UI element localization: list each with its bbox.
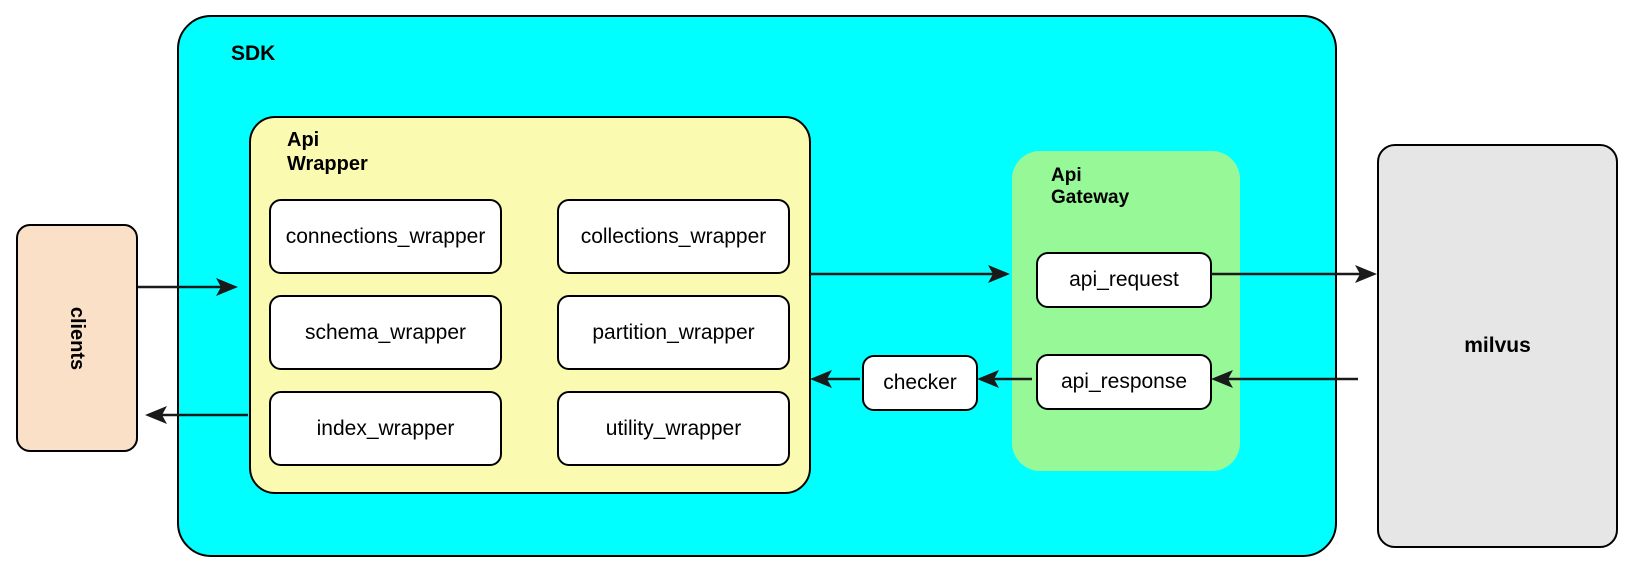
milvus-label: milvus xyxy=(1464,334,1531,357)
module-label: utility_wrapper xyxy=(605,416,742,440)
module-schema-wrapper[interactable]: schema_wrapper xyxy=(269,295,502,370)
milvus-box[interactable]: milvus xyxy=(1377,144,1618,548)
module-label: connections_wrapper xyxy=(285,224,486,248)
module-label: partition_wrapper xyxy=(592,320,755,344)
api-gateway-container[interactable]: Api Gateway api_request api_response xyxy=(1012,151,1240,471)
module-label: api_response xyxy=(1060,370,1188,393)
module-label: index_wrapper xyxy=(316,416,455,440)
module-connections-wrapper[interactable]: connections_wrapper xyxy=(269,199,502,274)
sdk-container[interactable]: SDK Api Wrapper connections_wrapper coll… xyxy=(177,15,1337,557)
clients-box[interactable]: clients xyxy=(16,224,138,452)
module-label: api_request xyxy=(1069,268,1179,291)
module-collections-wrapper[interactable]: collections_wrapper xyxy=(557,199,790,274)
clients-label: clients xyxy=(66,306,89,370)
api-gateway-title: Api Gateway xyxy=(1051,165,1130,209)
api-wrapper-title: Api Wrapper xyxy=(287,129,368,175)
module-label: schema_wrapper xyxy=(304,320,467,344)
module-label: collections_wrapper xyxy=(580,224,767,248)
module-api-request[interactable]: api_request xyxy=(1036,252,1212,308)
module-index-wrapper[interactable]: index_wrapper xyxy=(269,391,502,466)
api-wrapper-container[interactable]: Api Wrapper connections_wrapper collecti… xyxy=(249,116,811,494)
checker-box[interactable]: checker xyxy=(862,355,978,411)
module-partition-wrapper[interactable]: partition_wrapper xyxy=(557,295,790,370)
checker-label: checker xyxy=(883,371,957,394)
module-api-response[interactable]: api_response xyxy=(1036,354,1212,410)
sdk-title: SDK xyxy=(231,42,276,65)
module-utility-wrapper[interactable]: utility_wrapper xyxy=(557,391,790,466)
